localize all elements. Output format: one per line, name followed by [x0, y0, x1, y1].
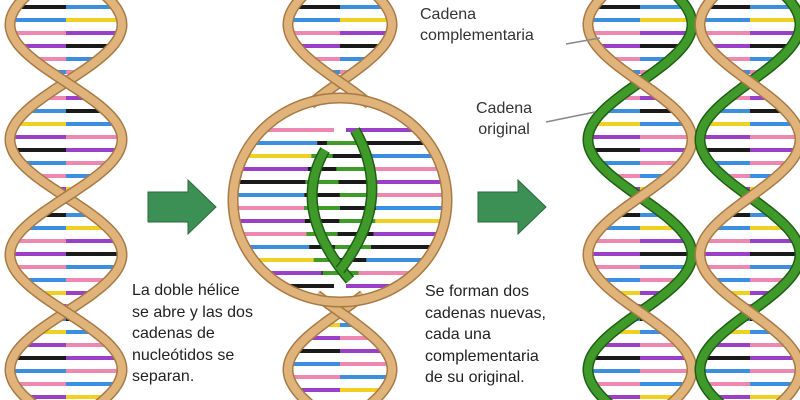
new-strand-left — [308, 147, 354, 283]
new-strand-right — [336, 128, 376, 273]
arrow-right-icon — [147, 178, 217, 236]
arrow-right-icon — [477, 178, 547, 236]
pointer-line-complementary — [565, 37, 601, 45]
label-original-strand: Cadena original — [476, 100, 533, 138]
pointer-line-original — [545, 111, 596, 123]
helix-original — [4, 0, 128, 400]
strand-b — [5, 0, 127, 400]
strand-a — [283, 291, 366, 400]
strand-b — [314, 291, 397, 400]
caption-separation: La doble hélice se abre y las dos cadena… — [132, 282, 253, 385]
strand-b — [284, 0, 372, 108]
label-complementary-strand: Cadena complementaria — [420, 6, 534, 44]
helix-opening-bottom — [282, 290, 398, 400]
replication-bubble — [227, 92, 453, 308]
helix-opening-top — [282, 0, 398, 109]
daughter-helix-1 — [582, 0, 698, 400]
caption-formation: Se forman dos cadenas nuevas, cada una c… — [425, 283, 546, 386]
strand-b — [583, 0, 697, 400]
daughter-helix-2 — [694, 0, 800, 400]
strand-b — [695, 0, 800, 400]
parent-strand-bubble — [229, 94, 451, 306]
